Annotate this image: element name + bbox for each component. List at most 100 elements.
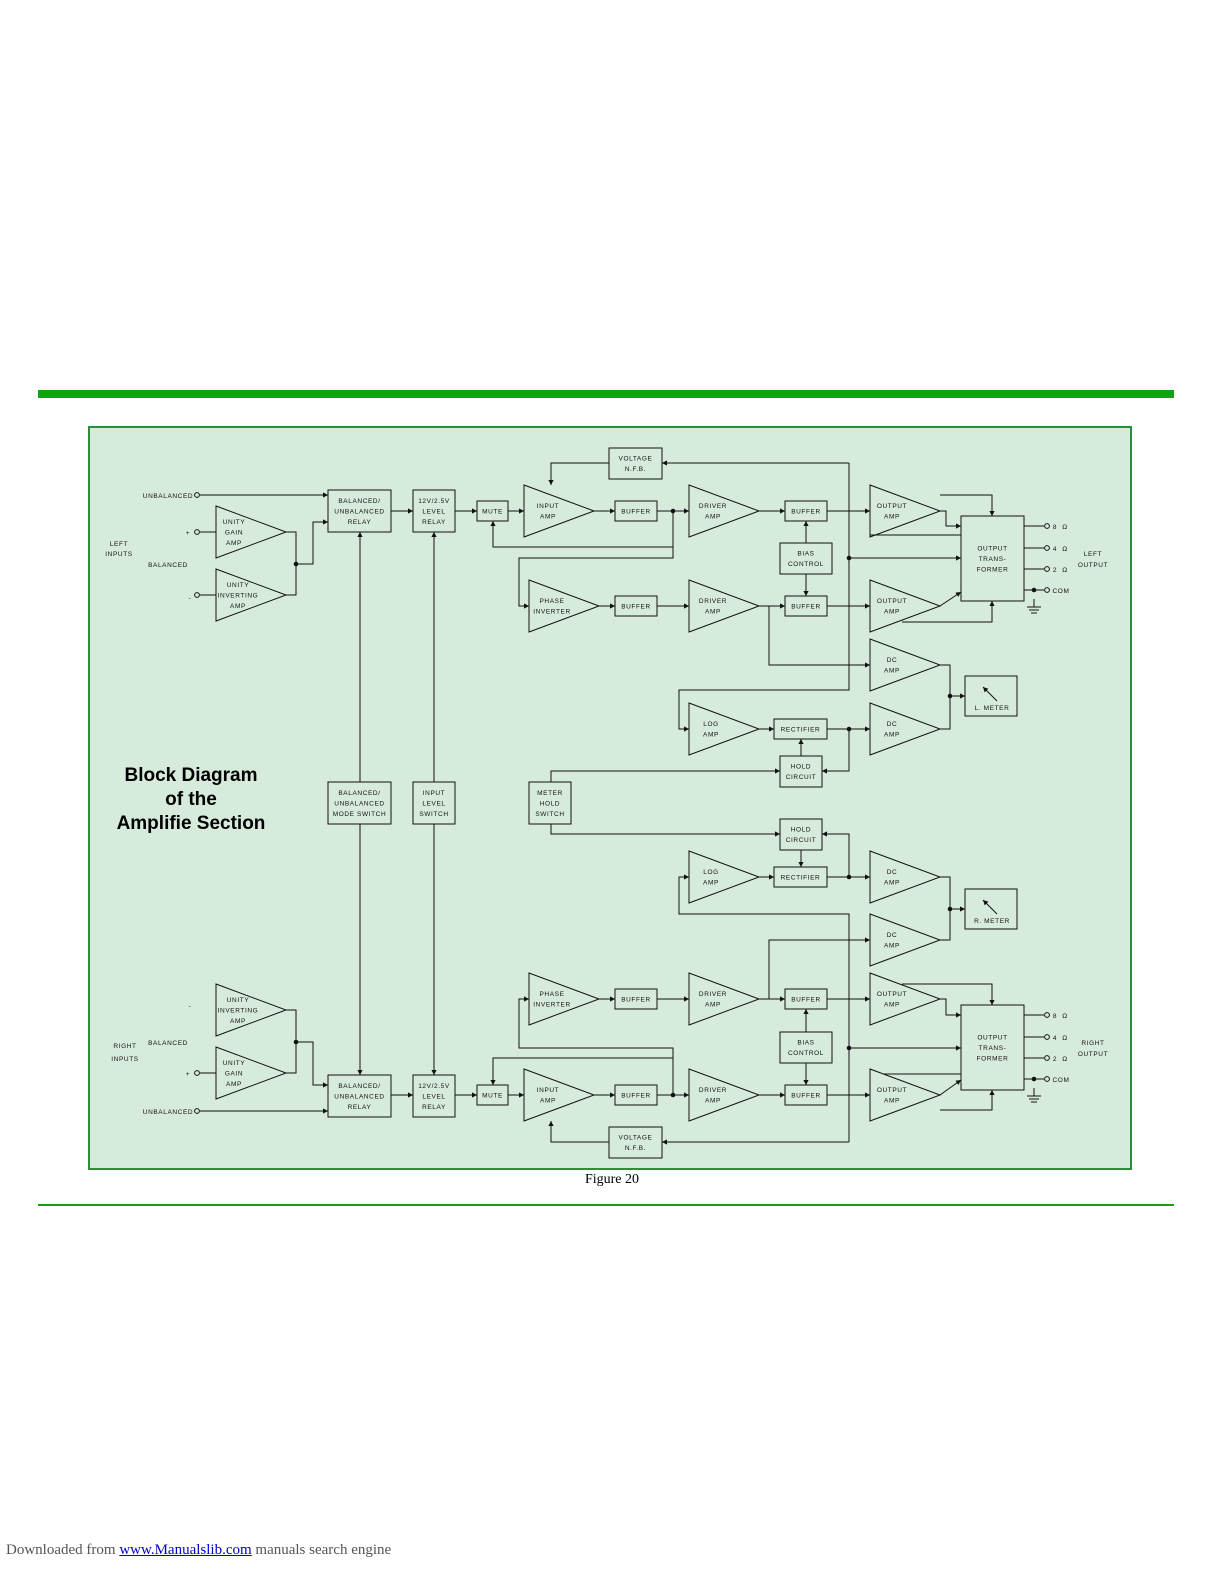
meter-hold-switch-label: HOLD bbox=[540, 800, 560, 807]
signal-line bbox=[296, 1041, 328, 1086]
right-driver-amp-2-label: DRIVER bbox=[699, 991, 727, 998]
right-level-relay-label: RELAY bbox=[422, 1104, 446, 1111]
signal-line bbox=[678, 463, 850, 730]
left-log-amp-label: LOG bbox=[703, 721, 719, 728]
right-inputs-label: RIGHT bbox=[113, 1043, 136, 1050]
right-dc-amp-2 bbox=[869, 913, 942, 967]
right-output-transformer-label: OUTPUT bbox=[977, 1034, 1007, 1041]
junction-dot bbox=[846, 555, 852, 561]
right-mute-label: MUTE bbox=[482, 1092, 503, 1099]
right-bias-control bbox=[779, 1031, 833, 1064]
right-level-relay bbox=[412, 1074, 456, 1118]
left-unity-gain-amp-label: AMP bbox=[226, 540, 242, 547]
left-driver-amp-2-label: AMP bbox=[705, 609, 721, 616]
left-level-relay bbox=[412, 489, 456, 533]
terminal-jack bbox=[194, 1070, 200, 1076]
left-hold-circuit bbox=[779, 755, 823, 788]
right-com-label: COM bbox=[1053, 1077, 1070, 1084]
right-balanced-relay-label: UNBALANCED bbox=[334, 1093, 384, 1100]
left-buffer-2-label: BUFFER bbox=[791, 508, 821, 515]
left-output-transformer-label: TRANS- bbox=[979, 556, 1007, 563]
arrowhead bbox=[323, 1082, 328, 1088]
signal-line bbox=[518, 511, 674, 607]
right-voltage-nfb-label: N.F.B. bbox=[625, 1145, 646, 1152]
left-output-amp-2 bbox=[869, 579, 942, 633]
arrowhead bbox=[989, 1090, 995, 1095]
left-unbalanced-label: UNBALANCED bbox=[143, 493, 193, 500]
right-output-transformer-label: TRANS- bbox=[979, 1045, 1007, 1052]
right-voltage-nfb-label: VOLTAGE bbox=[619, 1135, 653, 1142]
input-level-switch-label: INPUT bbox=[423, 790, 446, 797]
arrowhead bbox=[610, 603, 615, 609]
right-output-label: OUTPUT bbox=[1078, 1051, 1108, 1058]
arrowhead bbox=[662, 460, 667, 466]
right-balanced-relay-label: RELAY bbox=[348, 1104, 372, 1111]
manualslib-link[interactable]: www.Manualslib.com bbox=[119, 1542, 252, 1558]
left-unity-inverting-amp-label: UNITY bbox=[227, 582, 250, 589]
right-output-label: RIGHT bbox=[1081, 1040, 1104, 1047]
right-unbalanced-label: UNBALANCED bbox=[143, 1109, 193, 1116]
right-output-amp-2-label: OUTPUT bbox=[877, 991, 907, 998]
right-buffer-1-label: BUFFER bbox=[621, 1092, 651, 1099]
left-dc-amp-1 bbox=[869, 638, 942, 692]
left-bias-control bbox=[779, 542, 833, 575]
arrowhead bbox=[956, 1045, 961, 1051]
right-driver-amp-2 bbox=[688, 972, 761, 1026]
signal-line bbox=[768, 606, 870, 666]
arrowhead bbox=[780, 1092, 785, 1098]
arrowhead bbox=[780, 996, 785, 1002]
left-unity-gain-amp-label: UNITY bbox=[223, 519, 246, 526]
arrowhead bbox=[519, 508, 524, 514]
right-dc-amp-2-label: DC bbox=[887, 932, 898, 939]
arrowhead bbox=[408, 1092, 413, 1098]
arrowhead bbox=[472, 1092, 477, 1098]
meter-hold-switch-label: METER bbox=[537, 790, 563, 797]
right-rectifier-label: RECTIFIER bbox=[781, 874, 821, 881]
left-hold-circuit-label: CIRCUIT bbox=[786, 774, 817, 781]
right-driver-amp-2-label: AMP bbox=[705, 1002, 721, 1009]
left-dc-amp-2-label: DC bbox=[887, 721, 898, 728]
balanced-mode-switch-label: MODE SWITCH bbox=[333, 811, 387, 818]
right-unity-inverting-amp-label: AMP bbox=[230, 1018, 246, 1025]
right-driver-amp bbox=[688, 1068, 761, 1122]
footer: Downloaded from www.Manualslib.com manua… bbox=[6, 1542, 391, 1559]
arrowhead bbox=[323, 519, 328, 525]
left-balanced-label: BALANCED bbox=[148, 562, 188, 569]
right-phase-inverter-label: INVERTER bbox=[533, 1002, 571, 1009]
left-driver-amp-label: AMP bbox=[705, 514, 721, 521]
arrowhead bbox=[960, 906, 965, 912]
arrowhead bbox=[684, 726, 689, 732]
arrowhead bbox=[983, 900, 989, 906]
terminal-jack bbox=[1044, 587, 1050, 593]
arrowhead bbox=[431, 532, 437, 537]
arrowhead bbox=[803, 591, 809, 596]
arrowhead bbox=[610, 996, 615, 1002]
left-level-relay-label: RELAY bbox=[422, 519, 446, 526]
arrowhead bbox=[769, 726, 774, 732]
left-output-label: OUTPUT bbox=[1078, 562, 1108, 569]
arrowhead bbox=[524, 996, 529, 1002]
signal-line bbox=[492, 1057, 674, 1095]
right-balanced-relay-label: BALANCED/ bbox=[338, 1083, 380, 1090]
arrowhead bbox=[956, 1012, 961, 1018]
left-output-amp bbox=[869, 484, 942, 538]
arrowhead bbox=[490, 521, 496, 526]
right-phase-inverter bbox=[528, 972, 601, 1026]
arrowhead bbox=[798, 739, 804, 744]
arrowhead bbox=[865, 1092, 870, 1098]
arrowhead bbox=[955, 592, 961, 597]
figure-caption: Figure 20 bbox=[584, 1172, 640, 1187]
arrowhead bbox=[865, 996, 870, 1002]
left-driver-amp-label: DRIVER bbox=[699, 503, 727, 510]
arrowhead bbox=[548, 1121, 554, 1126]
right-log-amp-label: LOG bbox=[703, 869, 719, 876]
diagram-title: of the bbox=[165, 789, 217, 810]
arrowhead bbox=[803, 1080, 809, 1085]
right-driver-amp-label: AMP bbox=[705, 1098, 721, 1105]
signal-line bbox=[550, 1121, 609, 1143]
right-hold-circuit-label: HOLD bbox=[791, 827, 811, 834]
terminal-jack bbox=[1044, 1012, 1050, 1018]
arrowhead bbox=[798, 862, 804, 867]
